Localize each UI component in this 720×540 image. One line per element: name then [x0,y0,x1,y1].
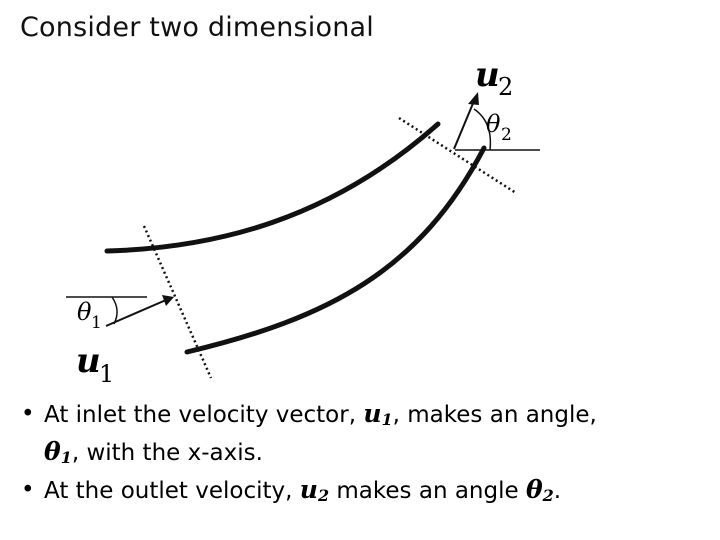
theta2-arc [473,108,492,151]
bullet-text: At the outlet velocity, [44,478,300,504]
bullet-dot-icon: • [21,477,35,503]
blade-passage-diagram: u 2 θ 2 θ 1 u 1 [66,55,540,388]
bullet-text: , with the x-axis. [71,440,263,466]
bullet-dot-icon: • [21,401,35,427]
theta1-label: θ [77,298,92,326]
u2-symbol: u2 [299,475,330,505]
u1-arrow-head [162,295,174,306]
outlet-section-line [398,116,517,195]
u2-arrow-head [468,92,479,105]
bullet-text: . [553,478,562,504]
u1-arrow-shaft [105,299,167,327]
theta1-symbol: θ1 [44,437,72,467]
u2-label-sub: 2 [498,73,513,101]
bullet-text: makes an angle [329,478,526,504]
theta1-label-sub: 1 [91,313,102,333]
theta2-label: θ [486,110,501,138]
bullet-text: , makes an angle, [392,402,597,428]
slide-title: Consider two dimensional [20,12,374,43]
theta2-symbol: θ2 [525,475,554,505]
u2-arrow-shaft [453,100,475,150]
bullet-list: • At inlet the velocity vector, u1, make… [18,398,708,512]
bullet-item-inlet: • At inlet the velocity vector, u1, make… [18,398,708,474]
upper-wall-curve [104,121,441,254]
bullet-item-outlet: • At the outlet velocity, u2 makes an an… [18,474,708,512]
bullet-text: At inlet the velocity vector, [44,402,364,428]
u2-label: u [475,55,500,95]
u1-label-sub: 1 [99,360,114,388]
u1-label: u [76,341,101,381]
theta2-label-sub: 2 [501,125,512,145]
inlet-section-line [142,225,213,379]
theta1-arc [111,296,118,325]
u1-symbol: u1 [363,399,393,429]
lower-wall-curve [184,145,487,355]
